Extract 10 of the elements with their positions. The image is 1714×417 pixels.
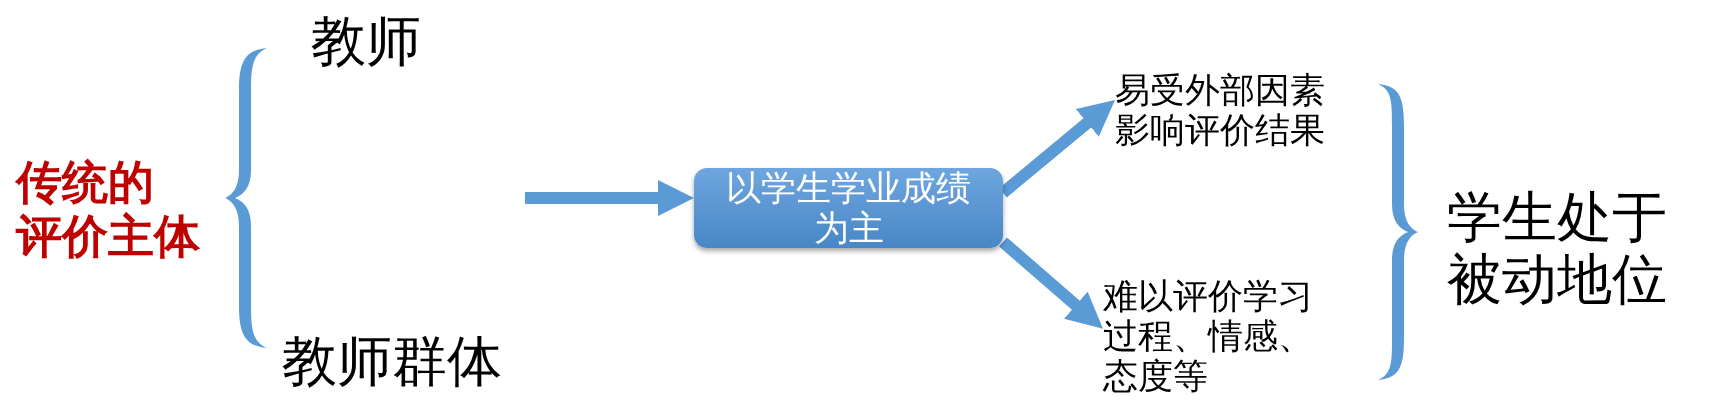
conclusion-label: 学生处于被动地位 (1447, 186, 1668, 310)
outcome-text: 难以评价学习过程、情感、态度等 (1103, 276, 1317, 396)
item-label: 教师群体 (282, 330, 503, 392)
category-label: 传统的评价主体 (16, 155, 201, 263)
curly-brace (1378, 84, 1418, 380)
item-label: 教师 (311, 10, 422, 72)
arrow (525, 180, 694, 216)
curly-brace (225, 48, 267, 348)
process-box: 以学生学业成绩为主 (694, 168, 1003, 248)
outcome-text: 易受外部因素影响评价结果 (1115, 70, 1329, 150)
